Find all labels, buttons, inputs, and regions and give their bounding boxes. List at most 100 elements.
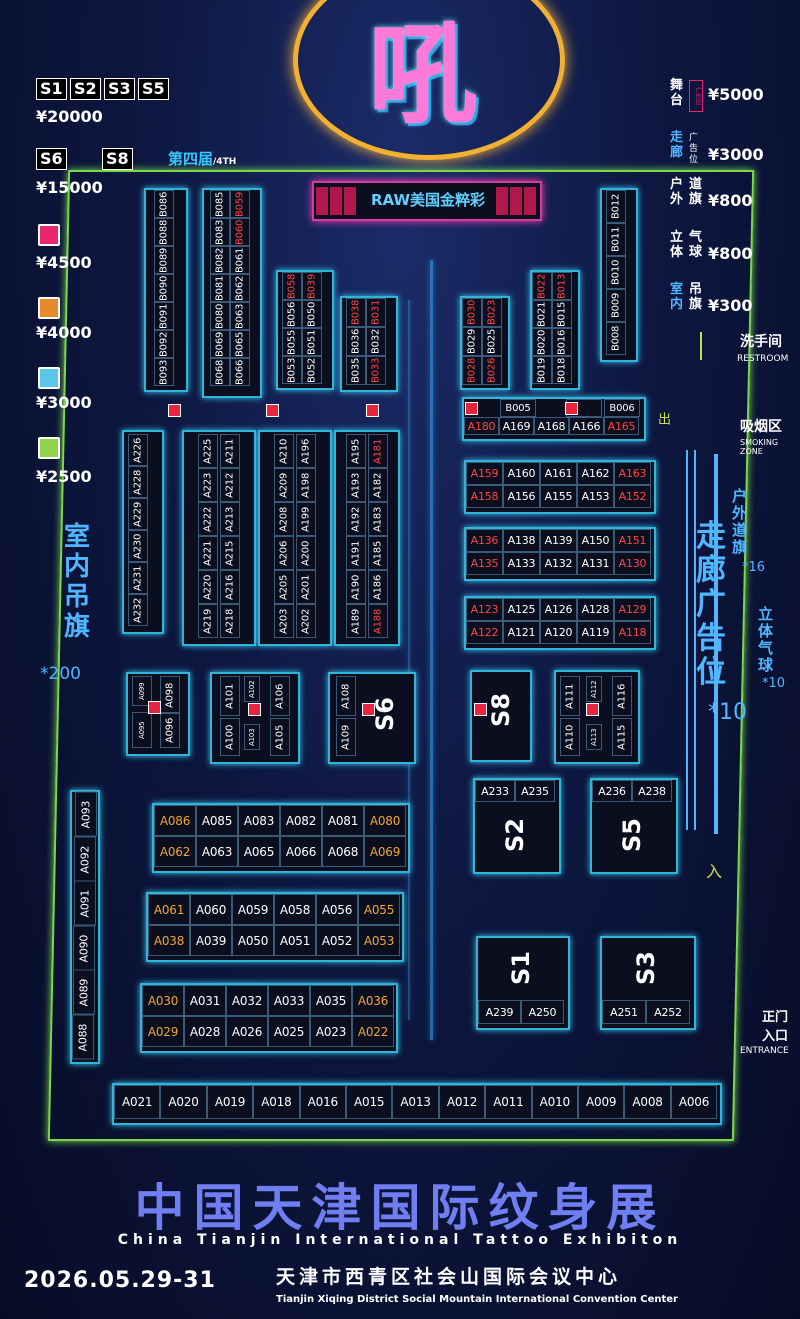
booth-a221[interactable]: A221 <box>198 536 218 570</box>
booth-a219[interactable]: A219 <box>198 604 218 638</box>
booth-a220[interactable]: A220 <box>198 570 218 604</box>
booth-a118[interactable]: A118 <box>614 621 651 644</box>
booth-b020[interactable]: B020 <box>532 328 552 356</box>
booth-b090[interactable]: B090 <box>154 274 174 302</box>
booth-a211[interactable]: A211 <box>220 434 240 468</box>
booth-b091[interactable]: B091 <box>154 302 174 330</box>
booth-b006[interactable]: B006 <box>604 399 640 417</box>
booth-a022[interactable]: A022 <box>352 1016 394 1047</box>
stand-s2[interactable]: S2 <box>501 818 529 852</box>
booth-b089[interactable]: B089 <box>154 246 174 274</box>
booth-a205[interactable]: A205 <box>274 570 294 604</box>
booth-b050[interactable]: B050 <box>302 300 322 328</box>
booth-a055[interactable]: A055 <box>358 894 400 925</box>
booth-a231[interactable]: A231 <box>128 562 148 594</box>
booth-a215[interactable]: A215 <box>220 536 240 570</box>
booth-a230[interactable]: A230 <box>128 530 148 562</box>
booth-a068[interactable]: A068 <box>322 836 364 867</box>
booth-a028[interactable]: A028 <box>184 1016 226 1047</box>
booth-b039[interactable]: B039 <box>302 272 322 300</box>
booth-a016[interactable]: A016 <box>299 1085 346 1119</box>
booth-b062[interactable]: B062 <box>230 274 250 302</box>
booth-a209[interactable]: A209 <box>274 468 294 502</box>
booth-a098[interactable]: A098 <box>160 676 180 714</box>
booth-a201[interactable]: A201 <box>296 570 316 604</box>
booth-b031[interactable]: B031 <box>366 298 386 327</box>
booth-a239[interactable]: A239 <box>478 1000 521 1024</box>
booth-b038[interactable]: B038 <box>346 298 366 327</box>
booth-b008[interactable]: B008 <box>606 322 626 355</box>
booth-a155[interactable]: A155 <box>540 485 577 508</box>
booth-a056[interactable]: A056 <box>316 894 358 925</box>
booth-a090[interactable]: A090 <box>73 925 95 970</box>
booth-a012[interactable]: A012 <box>438 1085 486 1119</box>
booth-a182[interactable]: A182 <box>368 468 388 502</box>
booth-a023[interactable]: A023 <box>310 1016 352 1047</box>
booth-a086[interactable]: A086 <box>154 805 196 836</box>
booth-a083[interactable]: A083 <box>238 805 280 836</box>
booth-a011[interactable]: A011 <box>485 1085 532 1119</box>
booth-a235[interactable]: A235 <box>515 780 555 802</box>
booth-b023[interactable]: B023 <box>482 298 502 327</box>
booth-a210[interactable]: A210 <box>274 434 294 468</box>
booth-a085[interactable]: A085 <box>196 805 238 836</box>
booth-b085[interactable]: B085 <box>210 190 230 218</box>
booth-a019[interactable]: A019 <box>206 1085 254 1119</box>
booth-a250[interactable]: A250 <box>521 1000 564 1024</box>
booth-a166[interactable]: A166 <box>569 417 604 435</box>
booth-a093[interactable]: A093 <box>74 792 97 837</box>
booth-b080[interactable]: B080 <box>210 302 230 330</box>
booth-a059[interactable]: A059 <box>232 894 274 925</box>
booth-a106[interactable]: A106 <box>270 676 290 716</box>
booth-b063[interactable]: B063 <box>230 302 250 330</box>
booth-b051[interactable]: B051 <box>302 328 322 356</box>
booth-a060[interactable]: A060 <box>190 894 232 925</box>
booth-a050[interactable]: A050 <box>232 925 274 956</box>
booth-b021[interactable]: B021 <box>532 300 552 328</box>
booth-a010[interactable]: A010 <box>531 1085 578 1119</box>
booth-a159[interactable]: A159 <box>466 462 503 485</box>
booth-a096[interactable]: A096 <box>160 712 180 748</box>
booth-a033[interactable]: A033 <box>268 985 310 1016</box>
booth-a136[interactable]: A136 <box>466 529 503 552</box>
booth-a163[interactable]: A163 <box>614 462 651 485</box>
booth-b061[interactable]: B061 <box>230 246 250 274</box>
booth-a069[interactable]: A069 <box>364 836 406 867</box>
booth-a158[interactable]: A158 <box>466 485 503 508</box>
booth-a169[interactable]: A169 <box>499 417 534 435</box>
booth-a103[interactable]: A103 <box>244 724 260 750</box>
booth-a152[interactable]: A152 <box>614 485 651 508</box>
booth-a203[interactable]: A203 <box>274 604 294 638</box>
booth-a031[interactable]: A031 <box>184 985 226 1016</box>
booth-a065[interactable]: A065 <box>238 836 280 867</box>
booth-a062[interactable]: A062 <box>154 836 196 867</box>
booth-a052[interactable]: A052 <box>316 925 358 956</box>
booth-a066[interactable]: A066 <box>280 836 322 867</box>
booth-b026[interactable]: B026 <box>482 356 502 385</box>
booth-a051[interactable]: A051 <box>274 925 316 956</box>
booth-a232[interactable]: A232 <box>128 594 148 626</box>
booth-b086[interactable]: B086 <box>154 190 174 218</box>
booth-b016[interactable]: B016 <box>552 328 572 356</box>
booth-a101[interactable]: A101 <box>220 676 240 716</box>
stand-s1[interactable]: S1 <box>507 951 535 985</box>
booth-a089[interactable]: A089 <box>72 970 95 1015</box>
booth-b005[interactable]: B005 <box>500 399 536 417</box>
booth-a100[interactable]: A100 <box>220 718 240 756</box>
booth-a226[interactable]: A226 <box>128 434 148 466</box>
booth-a165[interactable]: A165 <box>604 417 639 435</box>
booth-a026[interactable]: A026 <box>226 1016 268 1047</box>
booth-a198[interactable]: A198 <box>296 468 316 502</box>
booth-a183[interactable]: A183 <box>368 502 388 536</box>
booth-b025[interactable]: B025 <box>482 327 502 356</box>
booth-a132[interactable]: A132 <box>540 552 577 575</box>
booth-b059[interactable]: B059 <box>230 190 250 218</box>
booth-a126[interactable]: A126 <box>540 598 577 621</box>
booth-b081[interactable]: B081 <box>210 274 230 302</box>
booth-b053[interactable]: B053 <box>282 356 302 384</box>
booth-a009[interactable]: A009 <box>578 1085 625 1119</box>
booth-a030[interactable]: A030 <box>142 985 184 1016</box>
booth-b052[interactable]: B052 <box>302 356 322 384</box>
booth-a191[interactable]: A191 <box>346 536 366 570</box>
booth-a150[interactable]: A150 <box>577 529 614 552</box>
